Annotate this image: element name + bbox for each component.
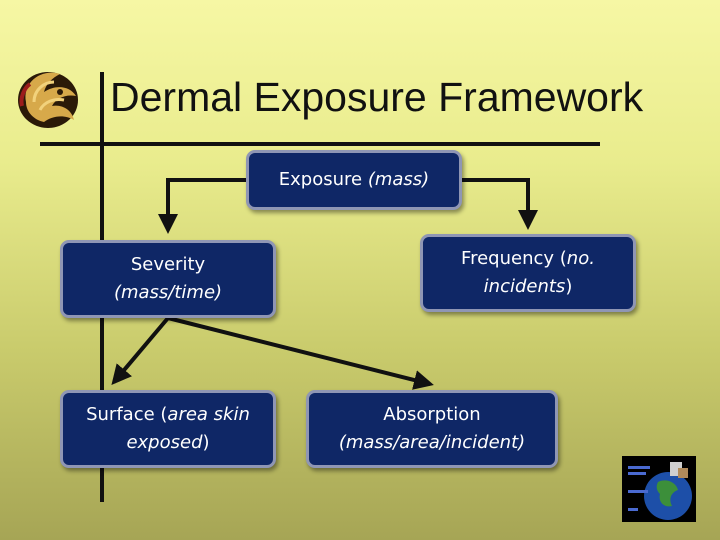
arrow-severity-to-absorption	[167, 316, 434, 390]
frequency-box: Frequency (no. incidents)	[420, 234, 636, 312]
exposure-unit: (mass)	[367, 169, 430, 190]
exposure-box: Exposure (mass)	[246, 150, 462, 210]
severity-label: Severity	[130, 254, 206, 275]
absorption-label: Absorption	[383, 404, 481, 425]
severity-box: Severity (mass/time)	[60, 240, 276, 318]
arrow-exposure-to-severity	[158, 178, 246, 234]
severity-unit: (mass/time)	[113, 282, 223, 303]
frequency-close: )	[565, 276, 573, 297]
absorption-unit: (mass/area/incident)	[338, 432, 526, 453]
earth-globe-icon	[622, 456, 696, 522]
surface-label: Surface (	[86, 404, 168, 425]
horizontal-divider-line	[40, 142, 600, 146]
frequency-label: Frequency (	[461, 248, 567, 269]
surface-box: Surface (area skin exposed)	[60, 390, 276, 468]
frequency-unit: no. incidents	[483, 248, 595, 297]
pegasus-logo-icon	[18, 72, 78, 128]
exposure-label: Exposure	[278, 169, 363, 190]
absorption-box: Absorption (mass/area/incident)	[306, 390, 558, 468]
surface-unit: area skin exposed	[126, 404, 250, 453]
slide-title: Dermal Exposure Framework	[110, 74, 644, 120]
arrow-severity-to-surface	[111, 316, 170, 386]
surface-close: )	[202, 432, 210, 453]
arrow-exposure-to-frequency	[462, 178, 538, 230]
